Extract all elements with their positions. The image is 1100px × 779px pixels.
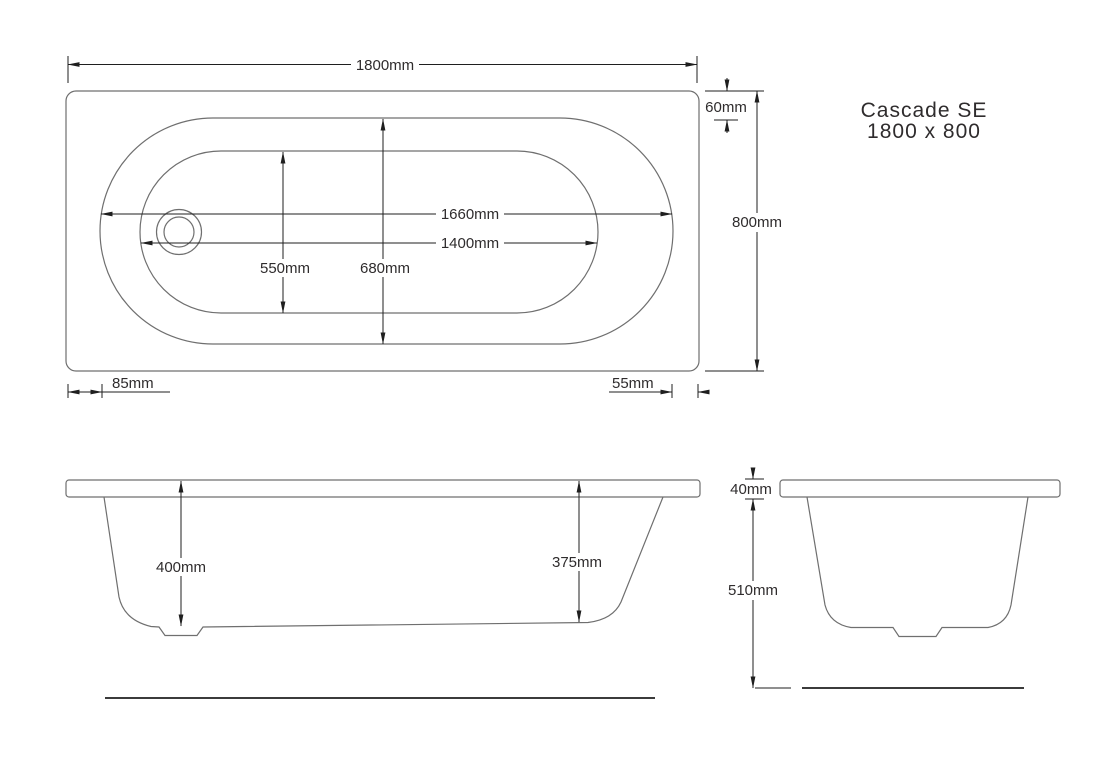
inner-width-rim-label: 680mm [360, 260, 410, 277]
title-block: Cascade SE 1800 x 800 [861, 99, 988, 143]
inner-width-base-label: 550mm [260, 260, 310, 277]
plug-hole-outer [155, 208, 203, 256]
depth-head-dimension: 400mm [152, 480, 210, 627]
rim-head-gap-label: 85mm [112, 375, 154, 392]
inner-width-rim-dimension: 680mm [357, 118, 413, 345]
depth-foot-label: 375mm [552, 554, 602, 571]
bath-base-edge [139, 150, 599, 314]
label-mask [436, 234, 504, 252]
rim-foot-gap-dimension: 60mm [705, 78, 747, 133]
side-elevation-view: 400mm 375mm [65, 479, 701, 699]
overall-width-dimension: 800mm [705, 90, 786, 372]
end-profile-outline [806, 496, 1029, 638]
plan-view: 1800mm 800mm 60mm 1660mm 1400mm [65, 55, 786, 398]
product-size: 1800 x 800 [867, 120, 981, 143]
inner-length-base-dimension: 1400mm [140, 234, 598, 252]
inner-length-rim-label: 1660mm [441, 206, 499, 223]
rim-foot-bottom-dimension: 55mm [609, 375, 710, 398]
overall-width-label: 800mm [732, 214, 782, 231]
rim-thickness-dimension: 40mm [730, 467, 772, 500]
height-below-rim-label: 510mm [728, 582, 778, 599]
label-mask [436, 205, 504, 223]
overall-length-dimension: 1800mm [67, 55, 698, 83]
inner-length-base-label: 1400mm [441, 235, 499, 252]
label-mask [725, 581, 781, 600]
label-mask [351, 55, 419, 73]
plug-hole-inner [163, 216, 195, 248]
side-profile-outline [103, 496, 664, 637]
height-below-rim-dimension: 510mm [725, 498, 781, 689]
side-rim-slab [65, 479, 701, 498]
label-mask [152, 558, 210, 576]
rim-foot-bottom-label: 55mm [612, 375, 654, 392]
label-mask [729, 213, 786, 232]
rim-foot-gap-label: 60mm [705, 99, 747, 116]
depth-head-label: 400mm [156, 559, 206, 576]
end-rim-slab [779, 479, 1061, 498]
rim-head-gap-dimension: 85mm [67, 375, 170, 398]
label-mask [548, 553, 606, 571]
overall-length-label: 1800mm [356, 57, 414, 74]
bath-rim-outline [65, 90, 700, 372]
inner-length-rim-dimension: 1660mm [100, 205, 673, 223]
rim-thickness-label: 40mm [730, 481, 772, 498]
label-mask [357, 259, 413, 277]
label-mask [257, 259, 313, 277]
inner-width-base-dimension: 550mm [257, 151, 313, 314]
depth-foot-dimension: 375mm [548, 480, 606, 623]
inner-rim-edge [99, 117, 674, 345]
product-name: Cascade SE [861, 99, 988, 122]
end-elevation-view: 40mm 510mm [725, 467, 1061, 689]
